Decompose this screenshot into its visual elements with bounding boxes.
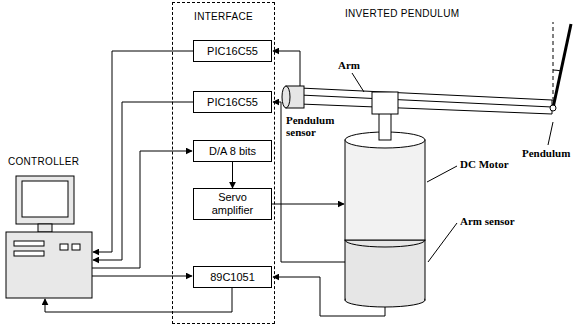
vertical-reference (553, 22, 554, 108)
wire (273, 102, 345, 262)
wire (92, 151, 192, 268)
arm-hub (372, 92, 398, 114)
dc-motor-body (345, 140, 425, 240)
leader-line (427, 166, 457, 182)
sensor-end (282, 86, 290, 108)
part-label: DC Motor (460, 158, 509, 170)
section-heading: CONTROLLER (8, 156, 79, 167)
part-label: Arm (338, 59, 360, 71)
motor-illustration (345, 108, 425, 307)
box-label: 89C1051 (210, 271, 255, 284)
button (72, 244, 80, 250)
button (60, 244, 68, 250)
interface-box: PIC16C55 (193, 40, 272, 62)
wire (272, 204, 344, 205)
wire (93, 102, 193, 260)
interface-box: 89C1051 (193, 266, 272, 288)
arm-bar (300, 88, 552, 114)
computer-illustration (6, 176, 92, 298)
wire (273, 51, 300, 86)
part-label: Pendulum (522, 147, 570, 159)
signal-arrow (232, 162, 233, 188)
leader-line (428, 223, 457, 262)
interface-box: Servo amplifier (193, 188, 272, 220)
section-heading: INVERTED PENDULUM (345, 8, 459, 19)
arm-illustration (282, 22, 571, 114)
box-label: D/A 8 bits (209, 145, 256, 158)
computer-case (6, 232, 92, 298)
interface-box: PIC16C55 (193, 91, 272, 113)
interface-box: D/A 8 bits (193, 140, 272, 162)
pivot (550, 105, 556, 111)
leader-lines (352, 73, 553, 262)
region-title: INTERFACE (173, 11, 274, 22)
screen (22, 181, 68, 217)
box-label: PIC16C55 (207, 45, 258, 58)
part-label: Arm sensor (460, 215, 515, 227)
drive-slot (14, 241, 44, 246)
box-label: Servo amplifier (198, 191, 267, 217)
wire (45, 288, 232, 312)
cylinder-bottom (345, 293, 425, 307)
leader-line (352, 73, 364, 92)
leader-line (548, 122, 553, 145)
cylinder-fill (346, 292, 424, 300)
pendulum-rod (553, 24, 571, 108)
cylinder-joint (345, 240, 425, 247)
monitor-stand (38, 224, 52, 232)
wire (92, 276, 192, 277)
drive-slot (14, 251, 44, 256)
arm-sensor-body (345, 240, 425, 300)
interface-region: INTERFACEPIC16C55PIC16C55D/A 8 bitsServo… (172, 2, 275, 324)
monitor (16, 176, 74, 224)
part-label: Pendulum sensor (286, 114, 338, 138)
box-label: PIC16C55 (207, 96, 258, 109)
arm-edge (300, 95, 552, 107)
